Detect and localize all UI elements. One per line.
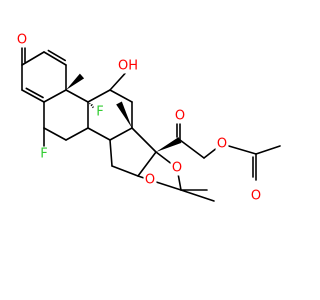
atom-label-oh11: OH xyxy=(118,59,138,74)
bond-c22-c24 xyxy=(255,145,281,155)
atom-label-o20: O xyxy=(175,109,185,124)
hash-line xyxy=(90,103,93,107)
bond-layer xyxy=(21,39,281,202)
bond-c11-c12 xyxy=(109,89,133,103)
bond-c20-c21 xyxy=(179,139,205,159)
atom-label-o16: O xyxy=(145,173,155,188)
atom-label-bg xyxy=(117,58,139,74)
bond-c2-c3 xyxy=(21,51,45,66)
atom-label-layer: O F OH O O O F O O xyxy=(15,32,263,204)
bond-c1-c2 xyxy=(43,51,67,66)
atom-label-f9: F xyxy=(96,105,103,120)
atom-label-bg xyxy=(170,160,184,176)
bond-c5-c10 xyxy=(43,89,67,103)
bond-c6-c7 xyxy=(43,127,67,141)
chemical-structure: O F OH O O O F O O xyxy=(15,32,281,204)
bond-c16-c17 xyxy=(137,151,157,177)
atom-label-bg xyxy=(37,146,51,162)
wedge-c17-c20 xyxy=(156,137,182,152)
bond-c15-c16 xyxy=(111,165,139,177)
atom-label-bg xyxy=(15,32,29,48)
atom-label-o3: O xyxy=(17,33,27,48)
atom-label-o17: O xyxy=(172,161,182,176)
atom-label-bg xyxy=(215,136,229,152)
atom-label-o_ester: O xyxy=(251,189,261,204)
hash-line xyxy=(89,102,91,105)
wedge-c13-me xyxy=(116,101,132,128)
bond-c4-c5 xyxy=(21,89,45,103)
atom-label-bg xyxy=(143,172,157,188)
bond-c14-c15 xyxy=(109,139,113,167)
atom-label-bg xyxy=(173,108,187,124)
bond-c9-c10 xyxy=(65,89,89,103)
bond-c17-c13 xyxy=(131,127,157,153)
bond-c14-c8 xyxy=(87,127,111,141)
bond-c4-c5-inner xyxy=(25,87,44,99)
bond-c1-c2-inner xyxy=(47,49,66,62)
atom-label-bg xyxy=(249,188,263,204)
wedge-c10-me xyxy=(66,73,85,90)
atom-label-bg xyxy=(93,104,107,120)
bond-c13-c14 xyxy=(109,127,133,141)
bond-c7-c8 xyxy=(65,127,89,141)
bond-c9-c11 xyxy=(87,89,111,103)
atom-label-o21: O xyxy=(217,137,227,152)
bond-c25-me2 xyxy=(180,189,215,202)
atom-label-f6: F xyxy=(40,147,47,162)
